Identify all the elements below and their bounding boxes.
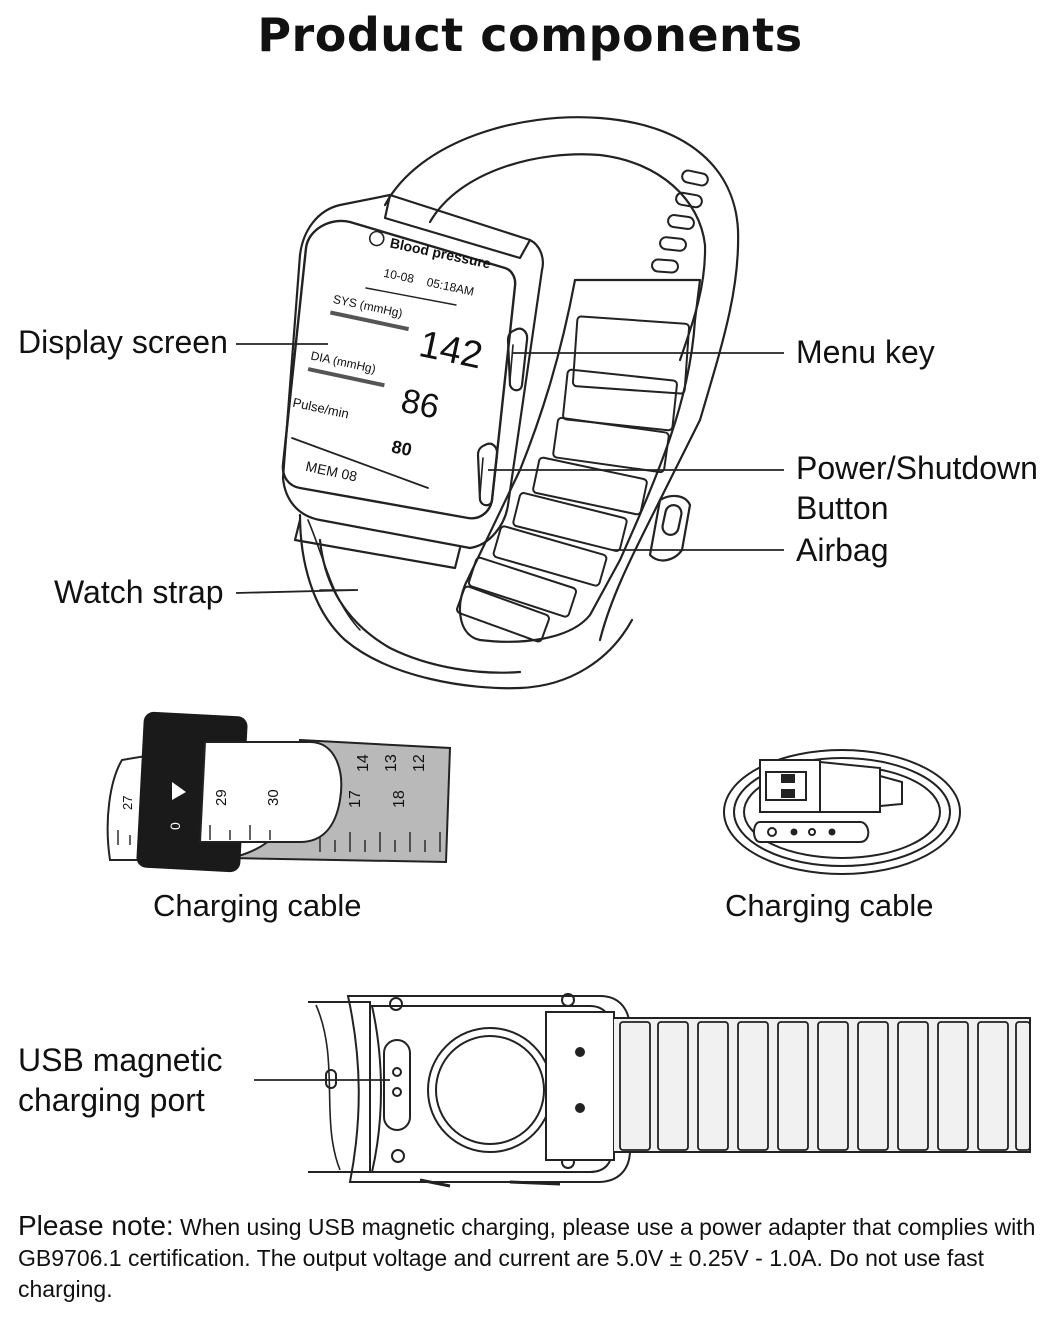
buckle-band <box>458 278 702 643</box>
tape-num-17: 17 <box>347 790 364 808</box>
tape-num-14: 14 <box>355 754 372 772</box>
tape-num-0: 0 <box>167 822 183 830</box>
sensor-outer <box>427 1027 553 1153</box>
note-text: When using USB magnetic charging, please… <box>18 1214 1036 1302</box>
watch-case <box>281 193 544 550</box>
caption-right-accessory: Charging cable <box>725 888 934 923</box>
label-power-line1: Power/Shutdown <box>796 450 1038 486</box>
label-airbag: Airbag <box>796 532 889 568</box>
label-usb-line2: charging port <box>18 1082 205 1118</box>
watch-strap-leader <box>235 589 359 594</box>
power-button <box>476 442 499 507</box>
tape-num-27: 27 <box>120 796 135 810</box>
label-usb-line1: USB magnetic <box>18 1042 223 1078</box>
measuring-tape-drawing: 27 0 29 30 12 13 14 17 18 <box>106 711 452 873</box>
usb-plug-body <box>819 760 881 813</box>
label-power-button: Power/Shutdown Button <box>796 448 1056 528</box>
menu-key-button <box>506 327 529 392</box>
note-lead: Please note: <box>18 1210 174 1241</box>
tape-num-18: 18 <box>391 790 408 808</box>
tape-pointer <box>172 782 186 800</box>
screen-header: Blood pressure <box>389 235 493 272</box>
strap-back-loop <box>383 116 740 642</box>
screen-sys-value: 142 <box>415 323 486 377</box>
tape-num-13: 13 <box>383 754 400 772</box>
usage-note: Please note: When using USB magnetic cha… <box>18 1210 1048 1305</box>
screen-pulse-value: 80 <box>390 436 414 460</box>
dia-bar <box>307 367 385 388</box>
page-title: Product components <box>257 8 803 62</box>
tape-num-29: 29 <box>213 789 230 806</box>
label-power-line2: Button <box>796 490 889 526</box>
watch-back-drawing <box>308 993 1031 1188</box>
charging-cable-drawing <box>723 749 961 875</box>
sensor-inner <box>435 1035 545 1145</box>
screen-content: Blood pressure 10-08 05:18AM SYS (mmHg) … <box>291 230 493 485</box>
label-usb-port: USB magnetic charging port <box>18 1040 258 1120</box>
sys-bar <box>329 310 410 332</box>
label-menu-key: Menu key <box>796 334 935 370</box>
tape-num-30: 30 <box>265 789 282 806</box>
label-watch-strap: Watch strap <box>54 574 224 610</box>
watch-front-drawing <box>281 116 740 690</box>
screen-dia-value: 86 <box>398 382 443 427</box>
band-slots <box>456 315 691 643</box>
heart-icon <box>368 230 385 247</box>
screen-time: 05:18AM <box>425 275 475 299</box>
screen-memory: MEM 08 <box>304 458 359 485</box>
watch-callout-lines <box>235 343 784 594</box>
usb-charging-port <box>383 1039 411 1131</box>
caption-left-accessory: Charging cable <box>153 888 362 923</box>
screen-pulse-label: Pulse/min <box>291 395 350 422</box>
label-display-screen: Display screen <box>18 324 228 360</box>
tape-num-12: 12 <box>411 754 428 772</box>
strap-front-lower <box>298 513 634 690</box>
strap-holes <box>651 169 709 274</box>
watch-screen-bezel <box>281 219 517 520</box>
screen-date: 10-08 <box>382 266 415 286</box>
